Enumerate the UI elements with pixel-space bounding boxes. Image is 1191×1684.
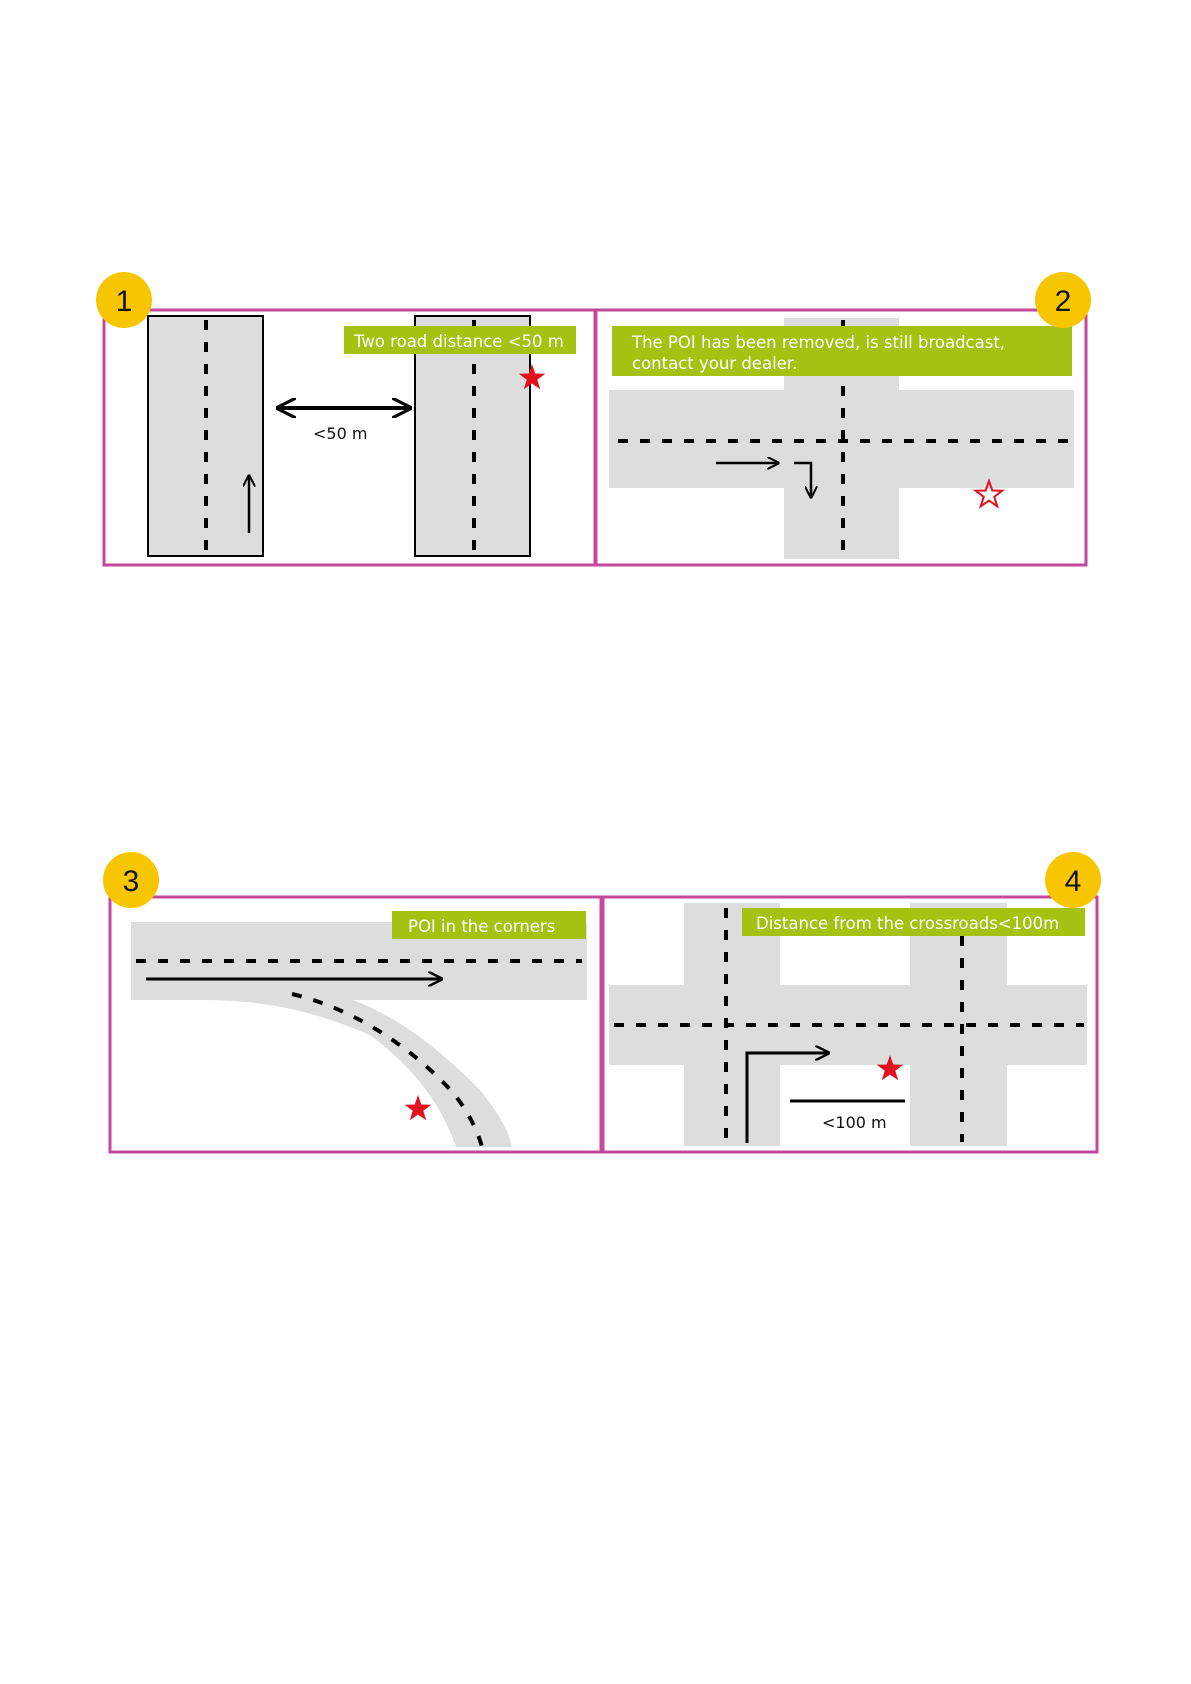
badge-4-number: 4 [1065, 865, 1082, 898]
badge-4: 4 [1045, 852, 1101, 908]
panel-3-curved-road [200, 985, 512, 1147]
panel-4-distance-label: <100 m [822, 1113, 887, 1132]
badge-2-circle [1035, 272, 1091, 328]
panel-2-frame [594, 308, 1088, 567]
panel-2-label-line-2: contact your dealer. [632, 354, 797, 373]
panel-1-distance-label: <50 m [313, 424, 367, 443]
panel-4-label-box [742, 908, 1085, 936]
panel-3-label: POI in the corners [408, 917, 555, 936]
badge-3-circle [103, 852, 159, 908]
badge-1-number: 1 [116, 285, 133, 318]
panel-3-curved-center-line [291, 992, 484, 1148]
badge-3-number: 3 [123, 865, 140, 898]
panel-2-label-line-1: The POI has been removed, is still broad… [631, 333, 1005, 352]
panel-3: POI in the corners [108, 895, 603, 1154]
badge-1: 1 [96, 272, 152, 328]
panel-3-label-box [392, 911, 586, 939]
badge-2-number: 2 [1055, 285, 1072, 318]
panel-2-label-box [612, 326, 1072, 376]
panel-1: <50 m Two road distance <50 m [102, 308, 597, 567]
badge-1-circle [96, 272, 152, 328]
badge-3: 3 [103, 852, 159, 908]
panel-4-label: Distance from the crossroads<100m [756, 914, 1059, 933]
panel-1-label: Two road distance <50 m [353, 332, 564, 351]
panel-4: <100 m Distance from the crossroads<100m [601, 895, 1099, 1154]
panel-3-poi-star-icon [404, 1095, 432, 1121]
panel-4-turn-arrow [745, 1053, 827, 1143]
badge-4-circle [1045, 852, 1101, 908]
badge-2: 2 [1035, 272, 1091, 328]
panel-1-label-box [344, 326, 576, 354]
panel-1-left-road [147, 315, 264, 557]
panel-2: The POI has been removed, is still broad… [594, 308, 1088, 567]
panel-2-turn-arrow [794, 461, 811, 496]
panel-2-label: The POI has been removed, is still broad… [631, 333, 1010, 373]
panel-4-frame [601, 895, 1099, 1154]
panel-3-frame [108, 895, 603, 1154]
